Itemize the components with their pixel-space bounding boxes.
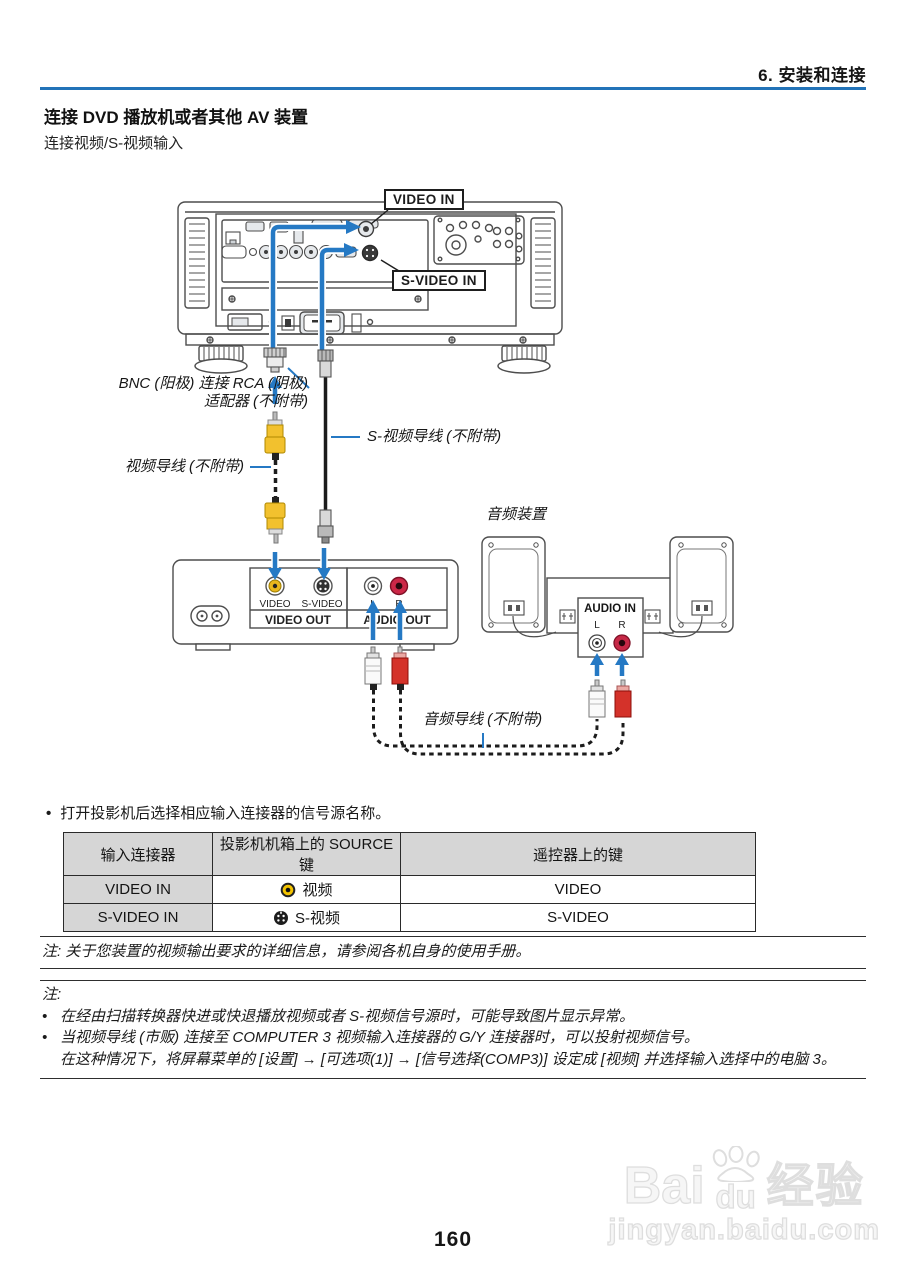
s-video-in-callout: S-VIDEO IN [392,270,486,291]
note-block-2: 注: • 在经由扫描转换器快进或快退播放视频或者 S-视频信号源时，可能导致图片… [40,980,866,1079]
col-input-connector: 输入连接器 [63,832,213,876]
note-block-1: 注: 关于您装置的视频输出要求的详细信息，请参阅各机自身的使用手册。 [40,936,866,969]
connection-diagram-art: VIDEO S-VIDEO VIDEO OUT L R AUDIO OUT [172,201,734,756]
bullet-glyph: • [46,805,52,822]
watermark-brand-du: du [715,1178,757,1215]
connection-diagram: VIDEO S-VIDEO VIDEO OUT L R AUDIO OUT [0,170,906,800]
label-pointer-lines [250,367,484,748]
player-audio-l-jack [363,576,383,596]
projector-s-video-connector [361,244,379,262]
note2-continuation: 在这种情况下，将屏幕菜单的 [设置] → [可选项(1)] → [信号选择(CO… [60,1050,836,1068]
player-s-video-label: S-VIDEO [301,599,342,610]
speaker-left-wire [512,615,557,638]
bullet-glyph: • [42,1029,48,1046]
table-row: VIDEO IN 视频 VIDEO [63,875,756,904]
bullet-glyph: • [42,1007,48,1025]
s-video-plug-bottom [317,509,334,544]
cell-remote: VIDEO [400,875,756,904]
cell-remote: S-VIDEO [400,903,756,932]
table-row: S-VIDEO IN S-视频 S-VIDEO [63,903,756,932]
source-table: 输入连接器 投影机机箱上的 SOURCE 键 遥控器上的键 VIDEO IN 视… [63,832,756,932]
s-video-cable-label: S-视频导线 (不附带) [367,428,502,445]
s-video-in-callout-line [380,259,400,272]
audio-equipment-illustration [481,536,734,658]
audio-cable-label: 音频导线 (不附带) [423,711,543,728]
power-inlet-icon [190,605,230,627]
header-rule [40,87,866,90]
audio-plug-white-player [364,646,382,690]
speaker-left [481,536,546,633]
s-video-cable-blue [319,247,344,354]
audio-in-panel [577,597,644,658]
video-in-callout: VIDEO IN [384,189,464,210]
col-remote-button: 遥控器上的键 [400,832,756,876]
audio-plug-red-speaker [614,679,632,718]
paw-icon [712,1146,760,1182]
select-source-note: •打开投影机后选择相应输入连接器的信号源名称。 [46,805,391,822]
projector-foot-right [497,345,551,374]
speaker-right-wire [658,615,703,638]
s-video-icon [273,910,288,925]
table-header-row: 输入连接器 投影机机箱上的 SOURCE 键 遥控器上的键 [63,832,756,876]
note2-label: 注: [42,986,62,1003]
audio-equipment-label: 音频装置 [486,506,547,523]
watermark-url: jingyan.baidu.com [608,1213,880,1246]
projector-foot-left [194,345,248,374]
section-header: 6. 安装和连接 [758,66,866,85]
video-cable-label: 视频导线 (不附带) [124,458,244,475]
audio-in-label: AUDIO IN [584,603,636,615]
watermark-brand: Bai [623,1157,705,1215]
watermark-brand-cn: 经验 [766,1159,865,1212]
video-in-callout-line [370,209,389,225]
rca-video-icon [281,882,296,897]
baidu-watermark: Bai du 经验 jingyan.baidu.com [608,1146,880,1247]
player-video-out-label: VIDEO OUT [265,613,332,627]
cell-connector: S-VIDEO IN [63,903,213,932]
player-s-video-jack [313,576,333,596]
page-number: 160 [433,1228,473,1251]
cell-source: S-视频 [212,903,401,932]
page-title: 连接 DVD 播放机或者其他 AV 装置 [44,108,309,127]
cell-connector: VIDEO IN [63,875,213,904]
projector-illustration [177,201,563,374]
audio-plug-red-player [391,646,409,690]
player-audio-r-jack [389,576,409,596]
projector-video-in-connector [357,220,375,238]
audio-cable-dashed-left [372,690,599,748]
blue-arrows [268,376,629,676]
bnc-rca-adapter [263,347,287,373]
audio-plug-white-speaker [588,679,606,718]
audio-cable-dashed-right [399,690,625,756]
projector-control-panel [433,215,525,265]
audio-in-r-label: R [618,620,625,631]
note2-item: • 在经由扫描转换器快进或快退播放视频或者 S-视频信号源时，可能导致图片显示异… [42,1006,864,1028]
dvd-player-illustration [172,559,459,651]
blue-signal-cables [269,220,361,354]
video-rca-plug-bottom [264,497,286,544]
note2-item: • 当视频导线 (市贩) 连接至 COMPUTER 3 视频输入连接器的 G/Y… [42,1027,864,1049]
col-source-button: 投影机机箱上的 SOURCE 键 [212,832,401,876]
video-cable-blue [270,224,346,352]
page-subtitle: 连接视频/S-视频输入 [44,135,184,152]
cable-cords [273,375,625,756]
bnc-adapter-label: BNC (阳极) 连接 RCA (阴极) 适配器 (不附带) [118,375,308,410]
cell-source: 视频 [212,875,401,904]
audio-in-l-label: L [594,620,600,631]
player-video-label: VIDEO [259,599,290,610]
video-rca-plug-top [264,411,286,460]
s-video-plug-top [317,349,334,378]
bnc-label-pointer [287,367,310,389]
